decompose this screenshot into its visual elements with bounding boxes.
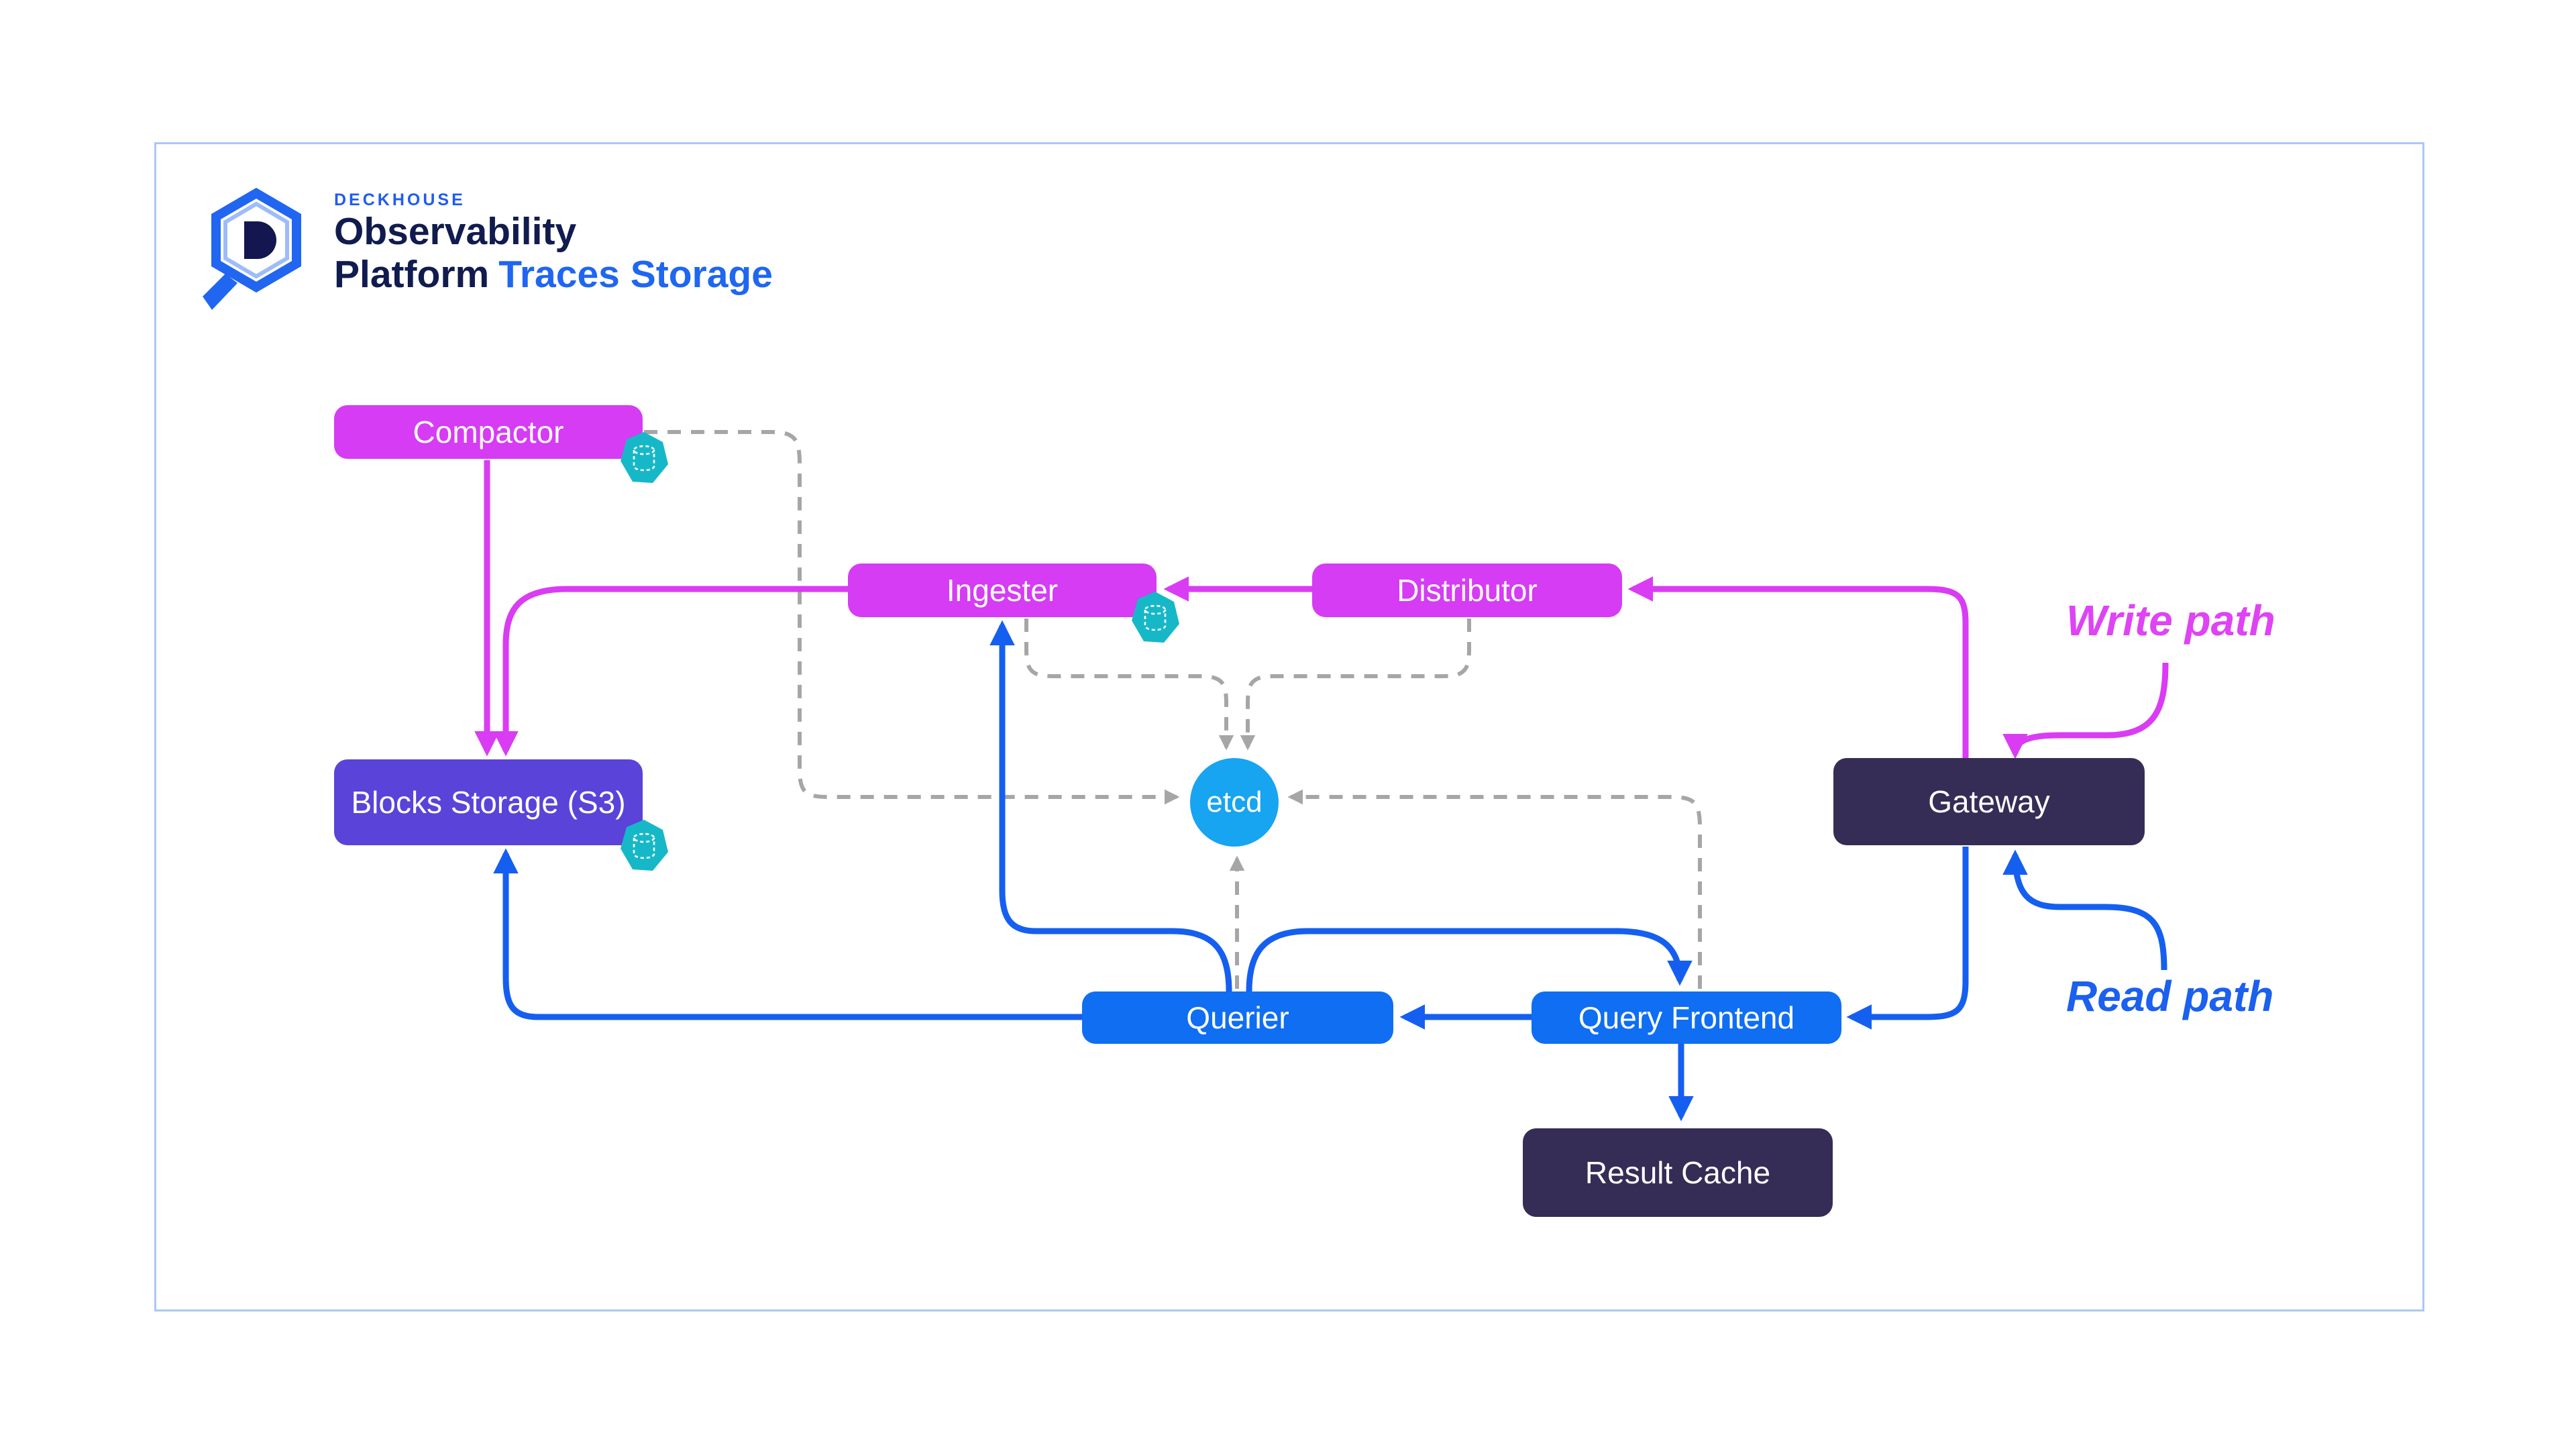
arrow-gateway-to-distributor xyxy=(1627,576,1969,758)
node-etcd: etcd xyxy=(1190,758,1279,847)
arrow-querier-to-query-frontend-top xyxy=(1246,928,1693,992)
node-gateway-label: Gateway xyxy=(1928,784,2050,819)
node-distributor: Distributor xyxy=(1312,564,1622,617)
arrow-querier-to-blocks-storage xyxy=(493,848,1082,1020)
blocks-storage-database-hexagon-icon xyxy=(618,818,670,873)
product-name: Traces Storage xyxy=(498,253,773,296)
dashed-distributor-to-etcd xyxy=(1240,619,1471,751)
dashed-ingester-to-etcd xyxy=(1024,619,1234,751)
diagram-frame-border xyxy=(154,142,2424,1311)
brand-eyebrow: DECKHOUSE xyxy=(334,191,466,209)
read-path-label: Read path xyxy=(2066,972,2274,1020)
node-querier: Querier xyxy=(1082,991,1393,1044)
deckhouse-logo-icon xyxy=(203,188,301,310)
node-compactor: Compactor xyxy=(334,405,643,459)
node-query-frontend-label: Query Frontend xyxy=(1578,1000,1795,1035)
node-etcd-label: etcd xyxy=(1206,786,1263,818)
dashed-compactor-to-etcd xyxy=(644,430,1180,805)
ingester-database-hexagon-icon xyxy=(1129,590,1181,645)
node-blocks-storage: Blocks Storage (S3) xyxy=(334,759,643,845)
arrow-write-path-label-to-gateway xyxy=(2002,662,2169,759)
node-distributor-label: Distributor xyxy=(1397,573,1538,608)
dashed-query-frontend-to-etcd xyxy=(1287,789,1702,989)
node-result-cache-label: Result Cache xyxy=(1585,1155,1771,1190)
compactor-database-hexagon-icon xyxy=(618,431,670,486)
node-gateway: Gateway xyxy=(1833,758,2145,845)
brand-title-line1: Observability xyxy=(334,210,577,253)
brand-title-platform: Platform xyxy=(334,253,490,296)
arrow-ingester-to-blocks-storage xyxy=(493,586,848,757)
node-querier-label: Querier xyxy=(1186,1000,1289,1035)
node-ingester: Ingester xyxy=(848,564,1157,617)
node-query-frontend: Query Frontend xyxy=(1532,991,1841,1044)
node-ingester-label: Ingester xyxy=(946,573,1059,608)
arrow-querier-to-ingester xyxy=(989,620,1232,992)
node-compactor-label: Compactor xyxy=(413,415,564,449)
write-path-label: Write path xyxy=(2066,596,2275,645)
arrow-read-path-label-to-gateway xyxy=(2002,849,2167,971)
node-result-cache: Result Cache xyxy=(1523,1128,1833,1217)
arrow-gateway-to-query-frontend xyxy=(1846,847,1969,1030)
node-blocks-storage-label: Blocks Storage (S3) xyxy=(351,785,626,820)
